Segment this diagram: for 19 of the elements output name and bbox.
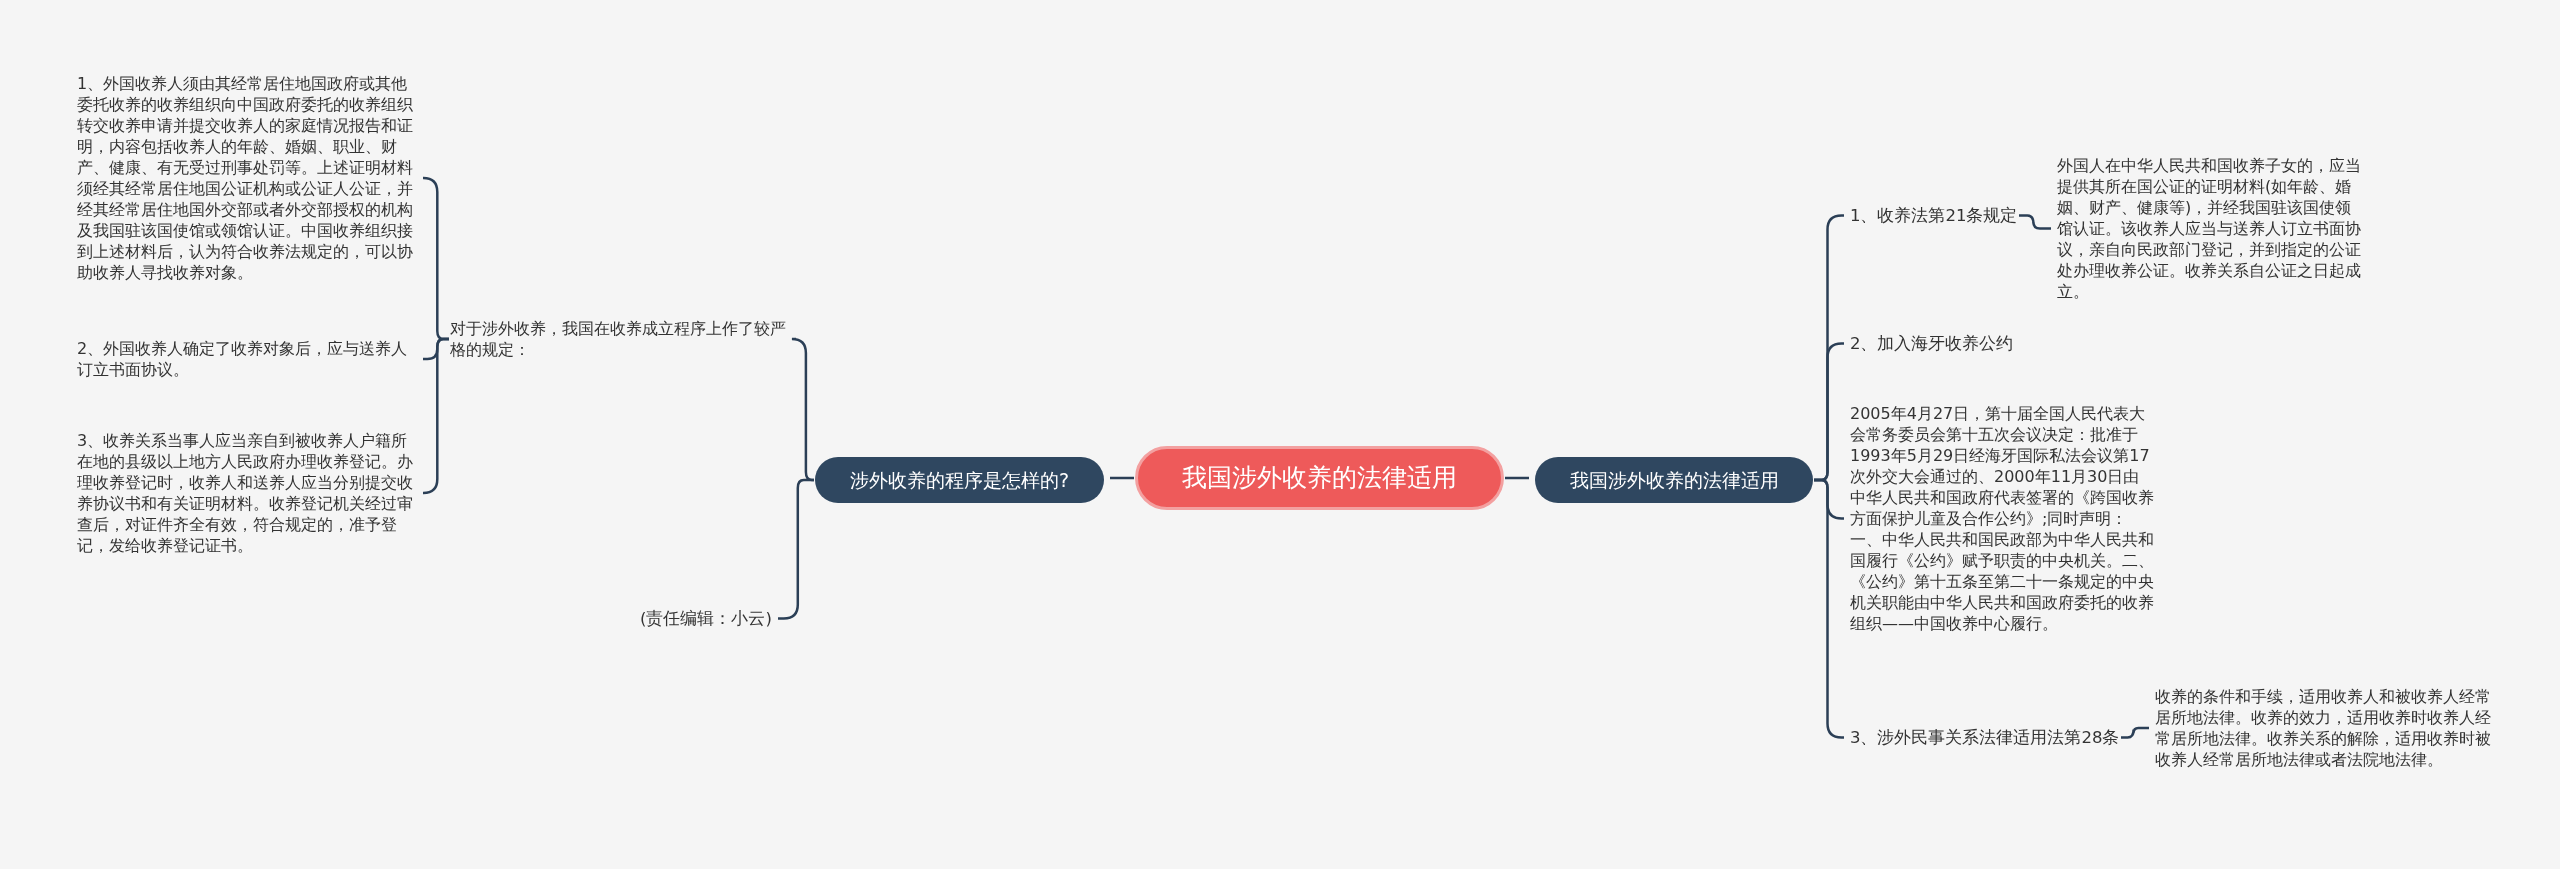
connector-line: [1110, 476, 1134, 480]
topic-text: 2、外国收养人确定了收养对象后，应与送养人订立书面协议。: [77, 338, 417, 380]
connector-line: [2121, 726, 2149, 739]
topic-text: 3、收养关系当事人应当亲自到被收养人户籍所在地的县级以上地方人民政府办理收养登记。办理收养登记时，收养人和送养人应当分别提交收养协议书和有关证明材料。收养登记机关经过审查后，对证件齐全有效，符合规定的，准予登记，发给收养登记证书。: [77, 430, 417, 556]
topic-text: 1、收养法第21条规定: [1850, 205, 2018, 226]
topic-text: 收养的条件和手续，适用收养人和被收养人经常居所地法律。收养的效力，适用收养时收养人经常居所地法律。收养关系的解除，适用收养时被收养人经常居所地法律或者法院地法律。: [2155, 686, 2495, 770]
topic-box: 涉外收养的程序是怎样的?: [815, 457, 1104, 503]
topic-text: 1、外国收养人须由其经常居住地国政府或其他委托收养的收养组织向中国政府委托的收养组织转交收养申请并提交收养人的家庭情况报告和证明，内容包括收养人的年龄、婚姻、职业、财产、健康、有无受过刑事处罚等。上述证明材料须经其经常居住地国公证机构或公证人公证，并经其经常居住地国外交部或者外交部授权的机构及我国驻该国使馆或领馆认证。中国收养组织接到上述材料后，认为符合收养法规定的，可以协助收养人寻找收养对象。: [77, 73, 417, 283]
topic-text: 外国人在中华人民共和国收养子女的，应当提供其所在国公证的证明材料(如年龄、婚姻、财产、健康等)，并经我国驻该国使领馆认证。该收养人应当与送养人订立书面协议，亲自向民政部门登记，并到指定的公证处办理收养公证。收养关系自公证之日起成立。: [2057, 155, 2362, 302]
editor-note: (责任编辑：小云): [640, 608, 772, 629]
connector-line: [2019, 214, 2051, 230]
central-topic-box: 我国涉外收养的法律适用: [1135, 446, 1504, 510]
connector-line: [1505, 476, 1529, 480]
topic-text: 2、加入海牙收养公约: [1850, 333, 2014, 354]
topic-text: 2005年4月27日，第十届全国人民代表大会常务委员会第十五次会议决定：批准于1993年5月29日经海牙国际私法会议第17次外交大会通过的、2000年11月30日由中华人民共和国政府代表签署的《跨国收养方面保护儿童及合作公约》;同时声明：一、中华人民共和国民政部为中华人民共和国履行《公约》赋予职责的中央机关。二、《公约》第十五条至第二十一条规定的中央机关职能由中华人民共和国政府委托的收养组织——中国收养中心履行。: [1850, 403, 2155, 634]
topic-text: 3、涉外民事关系法律适用法第28条: [1850, 727, 2120, 748]
topic-text: 对于涉外收养，我国在收养成立程序上作了较严格的规定：: [450, 318, 790, 360]
topic-box: 我国涉外收养的法律适用: [1535, 457, 1813, 503]
connector-line: [422, 337, 449, 495]
